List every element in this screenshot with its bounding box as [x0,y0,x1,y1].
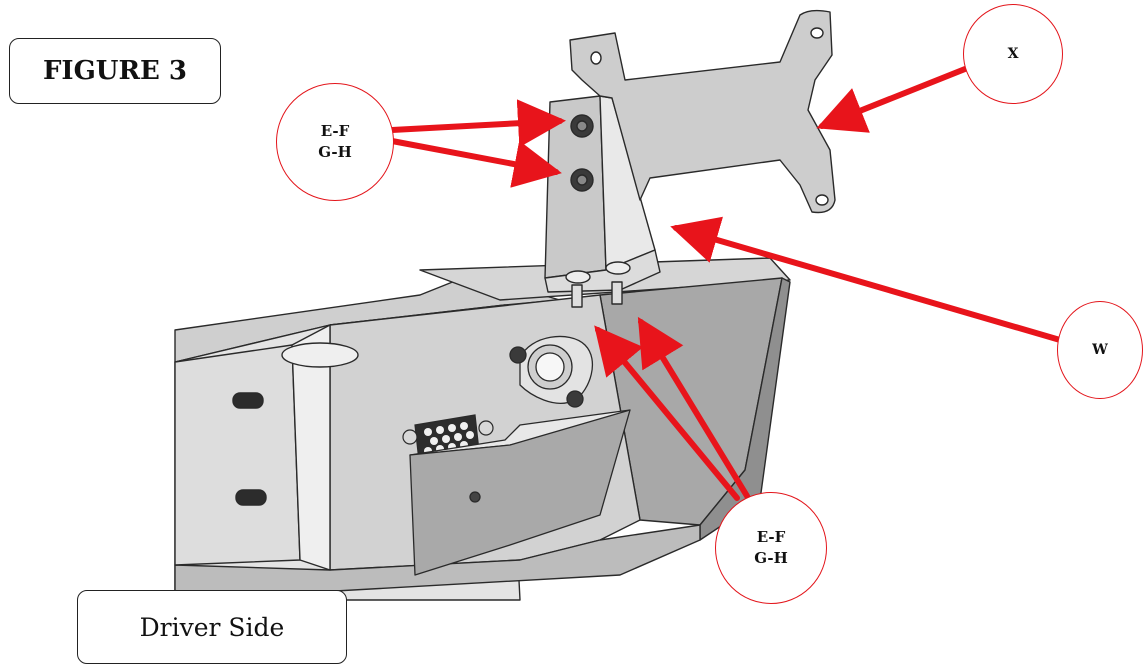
carrier-plate [569,9,836,214]
callout-x: X [963,4,1063,104]
carrier-plate-body [569,9,836,214]
callout-x-label: X [1007,45,1019,62]
callout-ef-bottom-line2: G-H [754,549,788,567]
slot-upper [232,392,264,409]
callout-ef-bottom-line1: E-F [756,528,786,546]
side-label: Driver Side [139,612,285,642]
figure-title: FIGURE 3 [42,56,188,86]
arrow-ef-bottom-left [594,325,740,501]
carrier-hole-bottom-right [815,194,829,206]
callout-ef-top-line1: E-F [320,122,350,140]
arrow-w [670,216,1063,343]
arrow-x [816,66,968,133]
nut-bottom [566,390,584,408]
callout-ef-top: E-F G-H [276,83,394,201]
callout-ef-top-line2: G-H [318,143,352,161]
stud-right [611,281,623,305]
bumper-round-boss [281,342,359,368]
mesh-bolt-right [478,420,494,436]
shroud-face [409,409,631,576]
carrier-hole-top-right [810,27,824,39]
flange-hole [535,352,565,382]
bumper-left-plate [174,344,301,566]
callout-ef-bottom: E-F G-H [715,492,827,604]
shroud [409,409,631,576]
mount-bracket [544,95,661,308]
side-label-box: Driver Side [77,590,347,664]
stud-left [571,284,583,308]
slot-lower [235,489,267,506]
arrow-ef-top-upper [389,99,566,148]
mesh-bolt-left [402,429,418,445]
arrow-ef-top-lower [389,138,562,188]
nut-top [509,346,527,364]
callout-arrows [389,66,1063,501]
figure-title-box: FIGURE 3 [9,38,221,104]
callout-w-label: W [1092,341,1108,358]
base-nut-right [605,261,631,275]
bumper-left-plate-edge [291,324,331,571]
base-nut-left [565,270,591,284]
center-hardware [509,335,594,408]
carrier-hole-top-left [590,51,602,65]
arrow-ef-bottom-right [637,316,750,499]
shroud-hole [469,491,481,503]
callout-w: W [1057,301,1143,399]
